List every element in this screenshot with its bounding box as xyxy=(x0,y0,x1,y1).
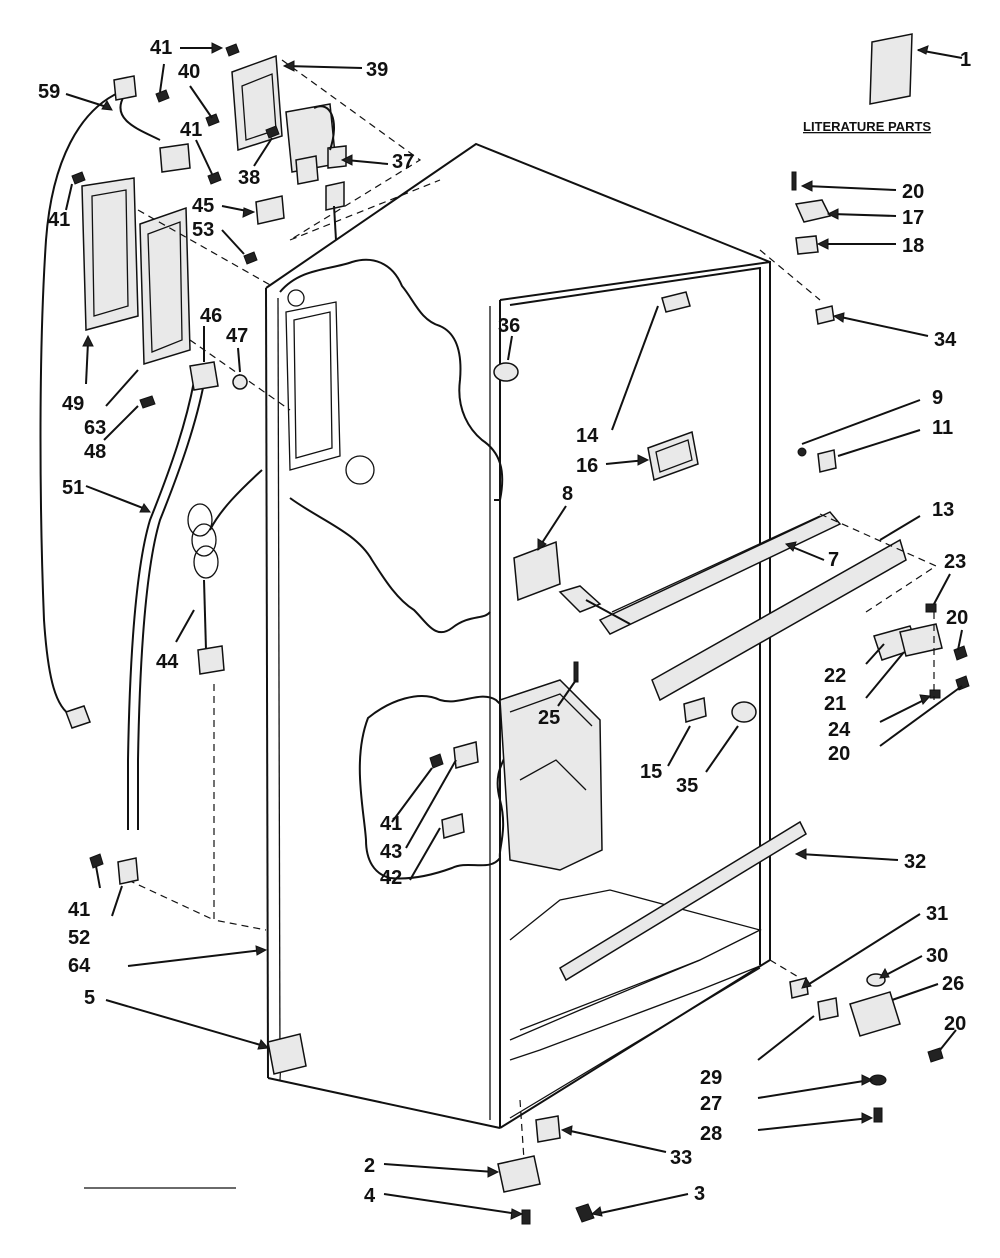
label-26: 26 xyxy=(942,973,964,995)
label-31: 31 xyxy=(926,903,948,925)
label-8: 8 xyxy=(562,483,573,505)
control-housing xyxy=(81,177,291,411)
label-38: 38 xyxy=(238,167,260,189)
label-33: 33 xyxy=(670,1147,692,1169)
label-22: 22 xyxy=(824,665,846,687)
label-37: 37 xyxy=(392,151,414,173)
label-25: 25 xyxy=(538,707,560,729)
label-44: 44 xyxy=(156,651,179,673)
label-35: 35 xyxy=(676,775,698,797)
label-5: 5 xyxy=(84,987,95,1009)
label-64: 64 xyxy=(68,955,91,977)
label-20: 20 xyxy=(946,607,968,629)
label-20: 20 xyxy=(944,1013,966,1035)
door-stop-hardware xyxy=(873,603,970,700)
label-49: 49 xyxy=(62,393,84,415)
wiring-harness xyxy=(39,75,191,729)
label-14: 14 xyxy=(576,425,599,447)
upper-control-parts xyxy=(71,43,422,241)
label-27: 27 xyxy=(700,1093,722,1115)
bottom-hardware xyxy=(84,820,944,1225)
label-11: 11 xyxy=(932,417,953,439)
label-63: 63 xyxy=(84,417,106,439)
label-41: 41 xyxy=(150,37,172,59)
label-20: 20 xyxy=(828,743,850,765)
label-48: 48 xyxy=(84,441,106,463)
label-32: 32 xyxy=(904,851,926,873)
label-17: 17 xyxy=(902,207,924,229)
label-53: 53 xyxy=(192,219,214,241)
part-labels: 1 41 39 40 59 41 38 37 45 53 41 46 47 49… xyxy=(38,37,971,1207)
label-3: 3 xyxy=(694,1183,705,1205)
label-39: 39 xyxy=(366,59,388,81)
label-13: 13 xyxy=(932,499,954,521)
label-41: 41 xyxy=(48,209,70,231)
label-1: 1 xyxy=(960,49,971,71)
label-18: 18 xyxy=(902,235,924,257)
label-59: 59 xyxy=(38,81,60,103)
label-43: 43 xyxy=(380,841,402,863)
label-15: 15 xyxy=(640,761,662,783)
label-20: 20 xyxy=(902,181,924,203)
label-2: 2 xyxy=(364,1155,375,1177)
label-41: 41 xyxy=(68,899,90,921)
label-24: 24 xyxy=(828,719,851,741)
label-21: 21 xyxy=(824,693,846,715)
label-30: 30 xyxy=(926,945,948,967)
label-34: 34 xyxy=(934,329,957,351)
label-52: 52 xyxy=(68,927,90,949)
power-cord-and-tube xyxy=(117,251,263,885)
label-41: 41 xyxy=(380,813,402,835)
label-45: 45 xyxy=(192,195,214,217)
label-51: 51 xyxy=(62,477,84,499)
label-47: 47 xyxy=(226,325,248,347)
refrigerator-cabinet xyxy=(127,142,821,1161)
label-40: 40 xyxy=(178,61,200,83)
leader-lines xyxy=(65,42,963,1220)
label-41: 41 xyxy=(180,119,202,141)
label-16: 16 xyxy=(576,455,598,477)
label-9: 9 xyxy=(932,387,943,409)
literature-part: LITERATURE PARTS xyxy=(803,33,963,134)
label-28: 28 xyxy=(700,1123,722,1145)
label-4: 4 xyxy=(364,1185,376,1207)
hinge-parts-upper xyxy=(493,171,837,482)
label-46: 46 xyxy=(200,305,222,327)
literature-parts-caption: LITERATURE PARTS xyxy=(803,119,931,134)
label-36: 36 xyxy=(498,315,520,337)
label-23: 23 xyxy=(944,551,966,573)
label-29: 29 xyxy=(700,1067,722,1089)
label-7: 7 xyxy=(828,549,839,571)
lower-left-fasteners xyxy=(89,741,479,869)
label-42: 42 xyxy=(380,867,402,889)
shelf-rails xyxy=(513,511,938,723)
